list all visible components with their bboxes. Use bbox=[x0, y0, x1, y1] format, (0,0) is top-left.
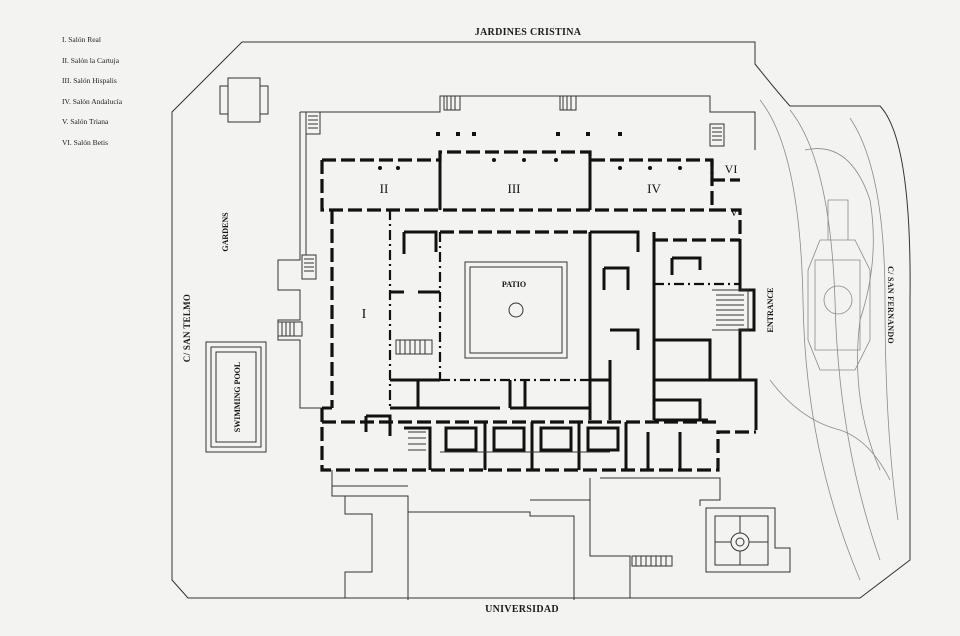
patio: PATIO bbox=[438, 230, 592, 382]
legend-item-salon-andalucia: IV. Salón Andalucía bbox=[62, 96, 123, 106]
legend-item-salon-triana: V. Salón Triana bbox=[62, 117, 109, 126]
colonnade-marks bbox=[378, 132, 682, 170]
entrance-label: ENTRANCE bbox=[766, 288, 775, 333]
legend-item-salon-betis: VI. Salón Betis bbox=[62, 137, 109, 147]
legend-item-salon-hispalis: III. Salón Hispalis bbox=[62, 76, 117, 85]
interior-rooms bbox=[390, 230, 656, 420]
room-label-IV: IV bbox=[647, 181, 661, 196]
street-bottom-label: UNIVERSIDAD bbox=[485, 604, 559, 615]
terrace-outline bbox=[277, 112, 322, 409]
stairs bbox=[277, 95, 725, 567]
north-facade bbox=[300, 95, 756, 150]
room-label-I: I bbox=[362, 307, 367, 322]
street-top-label: JARDINES CRISTINA bbox=[475, 27, 582, 38]
street-left-label: C/ SAN TELMO bbox=[182, 294, 192, 362]
legend-item-salon-real: I. Salón Real bbox=[62, 35, 101, 44]
north-salons bbox=[320, 150, 742, 240]
room-label-II: II bbox=[380, 181, 389, 196]
small-garden bbox=[705, 507, 791, 573]
legend-item-salon-la-cartuja: II. Salón la Cartuja bbox=[62, 55, 120, 65]
room-label-V: V bbox=[730, 205, 739, 219]
swimming-pool: SWIMMING POOL bbox=[205, 341, 267, 453]
right-garden-drawing bbox=[759, 99, 899, 581]
street-right-label: C/ SAN FERNANDO bbox=[886, 266, 895, 344]
east-block: ENTRANCE bbox=[654, 238, 775, 430]
gardens-label: GARDENS bbox=[221, 212, 230, 252]
patio-label: PATIO bbox=[502, 280, 526, 289]
room-label-III: III bbox=[508, 181, 521, 196]
room-legend: I. Salón Real II. Salón la Cartuja III. … bbox=[62, 30, 122, 153]
pool-label: SWIMMING POOL bbox=[233, 362, 242, 432]
outbuildings bbox=[331, 470, 721, 600]
room-label-VI: VI bbox=[725, 162, 738, 176]
south-wing bbox=[320, 406, 756, 472]
site-boundary bbox=[171, 41, 911, 599]
top-left-kiosk bbox=[219, 77, 269, 123]
